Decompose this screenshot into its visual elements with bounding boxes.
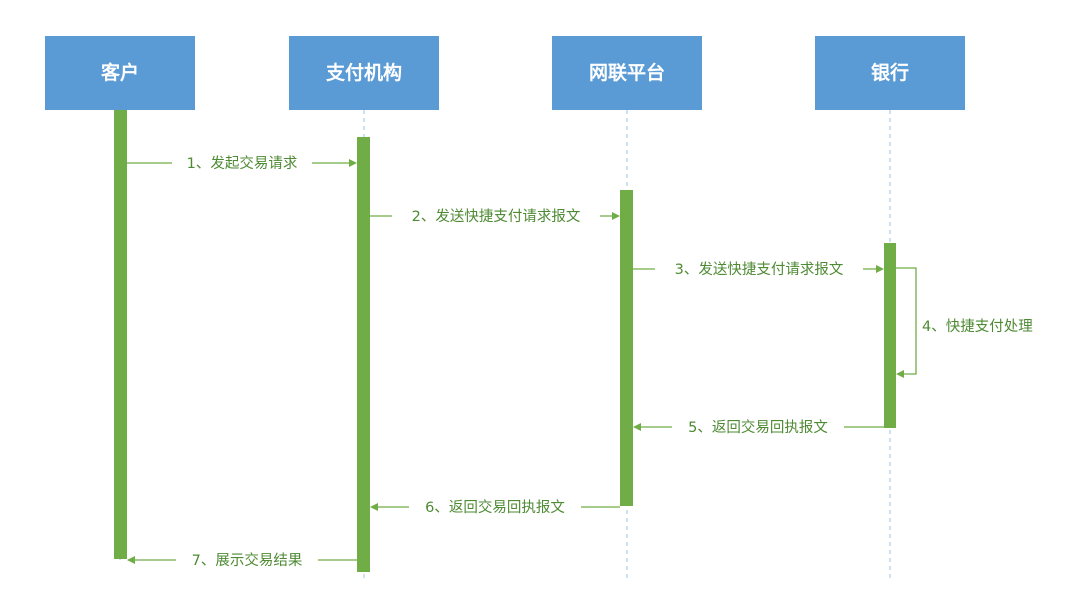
- actor-payment-institution: 支付机构: [289, 36, 439, 110]
- message-1-label: 1、发起交易请求: [187, 154, 298, 172]
- activation-bar-payment-institution: [357, 137, 370, 572]
- message-5: 5、返回交易回执报文: [633, 416, 884, 438]
- actor-customer: 客户: [45, 36, 195, 110]
- actor-netunion-platform: 网联平台: [552, 36, 702, 110]
- message-3-arrowhead: [876, 265, 884, 273]
- message-1: 1、发起交易请求: [127, 152, 357, 174]
- activation-bar-netunion-platform: [620, 190, 633, 506]
- activation-bar-customer: [114, 110, 127, 559]
- message-5-arrowhead: [633, 423, 641, 431]
- message-2-arrowhead: [612, 212, 620, 220]
- message-6-label-bg: [409, 496, 581, 518]
- actor-label-customer: 客户: [101, 61, 139, 84]
- actor-box-payment-institution: [289, 36, 439, 110]
- message-7-arrowhead: [127, 556, 135, 564]
- message-4: 4、快捷支付处理: [896, 267, 1033, 378]
- message-5-label: 5、返回交易回执报文: [688, 418, 828, 436]
- message-6-label: 6、返回交易回执报文: [425, 498, 565, 516]
- message-7-label: 7、展示交易结果: [192, 551, 303, 569]
- actor-box-bank: [815, 36, 965, 110]
- activation-bar-bank: [884, 243, 896, 428]
- message-4-line: [896, 267, 917, 375]
- message-4-label: 4、快捷支付处理: [922, 318, 1033, 335]
- message-5-label-bg: [672, 416, 844, 438]
- message-3-label-bg: [655, 258, 863, 280]
- message-2-label: 2、发送快捷支付请求报文: [412, 208, 581, 225]
- actor-label-payment-institution: 支付机构: [325, 61, 402, 84]
- message-3: 3、发送快捷支付请求报文: [633, 258, 884, 280]
- actor-label-bank: 银行: [871, 61, 909, 84]
- message-2: 2、发送快捷支付请求报文: [370, 205, 620, 227]
- actor-box-customer: [45, 36, 195, 110]
- message-2-label-bg: [392, 205, 600, 227]
- message-6-arrowhead: [370, 503, 378, 511]
- message-1-arrowhead: [349, 159, 357, 167]
- message-1-label-bg: [172, 152, 312, 174]
- message-6: 6、返回交易回执报文: [370, 496, 620, 518]
- actor-bank: 银行: [815, 36, 965, 110]
- message-7: 7、展示交易结果: [127, 549, 357, 571]
- message-7-label-bg: [176, 549, 318, 571]
- actor-box-netunion-platform: [552, 36, 702, 110]
- message-4-arrowhead: [896, 370, 904, 378]
- message-3-label: 3、发送快捷支付请求报文: [675, 261, 844, 278]
- actor-label-netunion-platform: 网联平台: [589, 61, 665, 84]
